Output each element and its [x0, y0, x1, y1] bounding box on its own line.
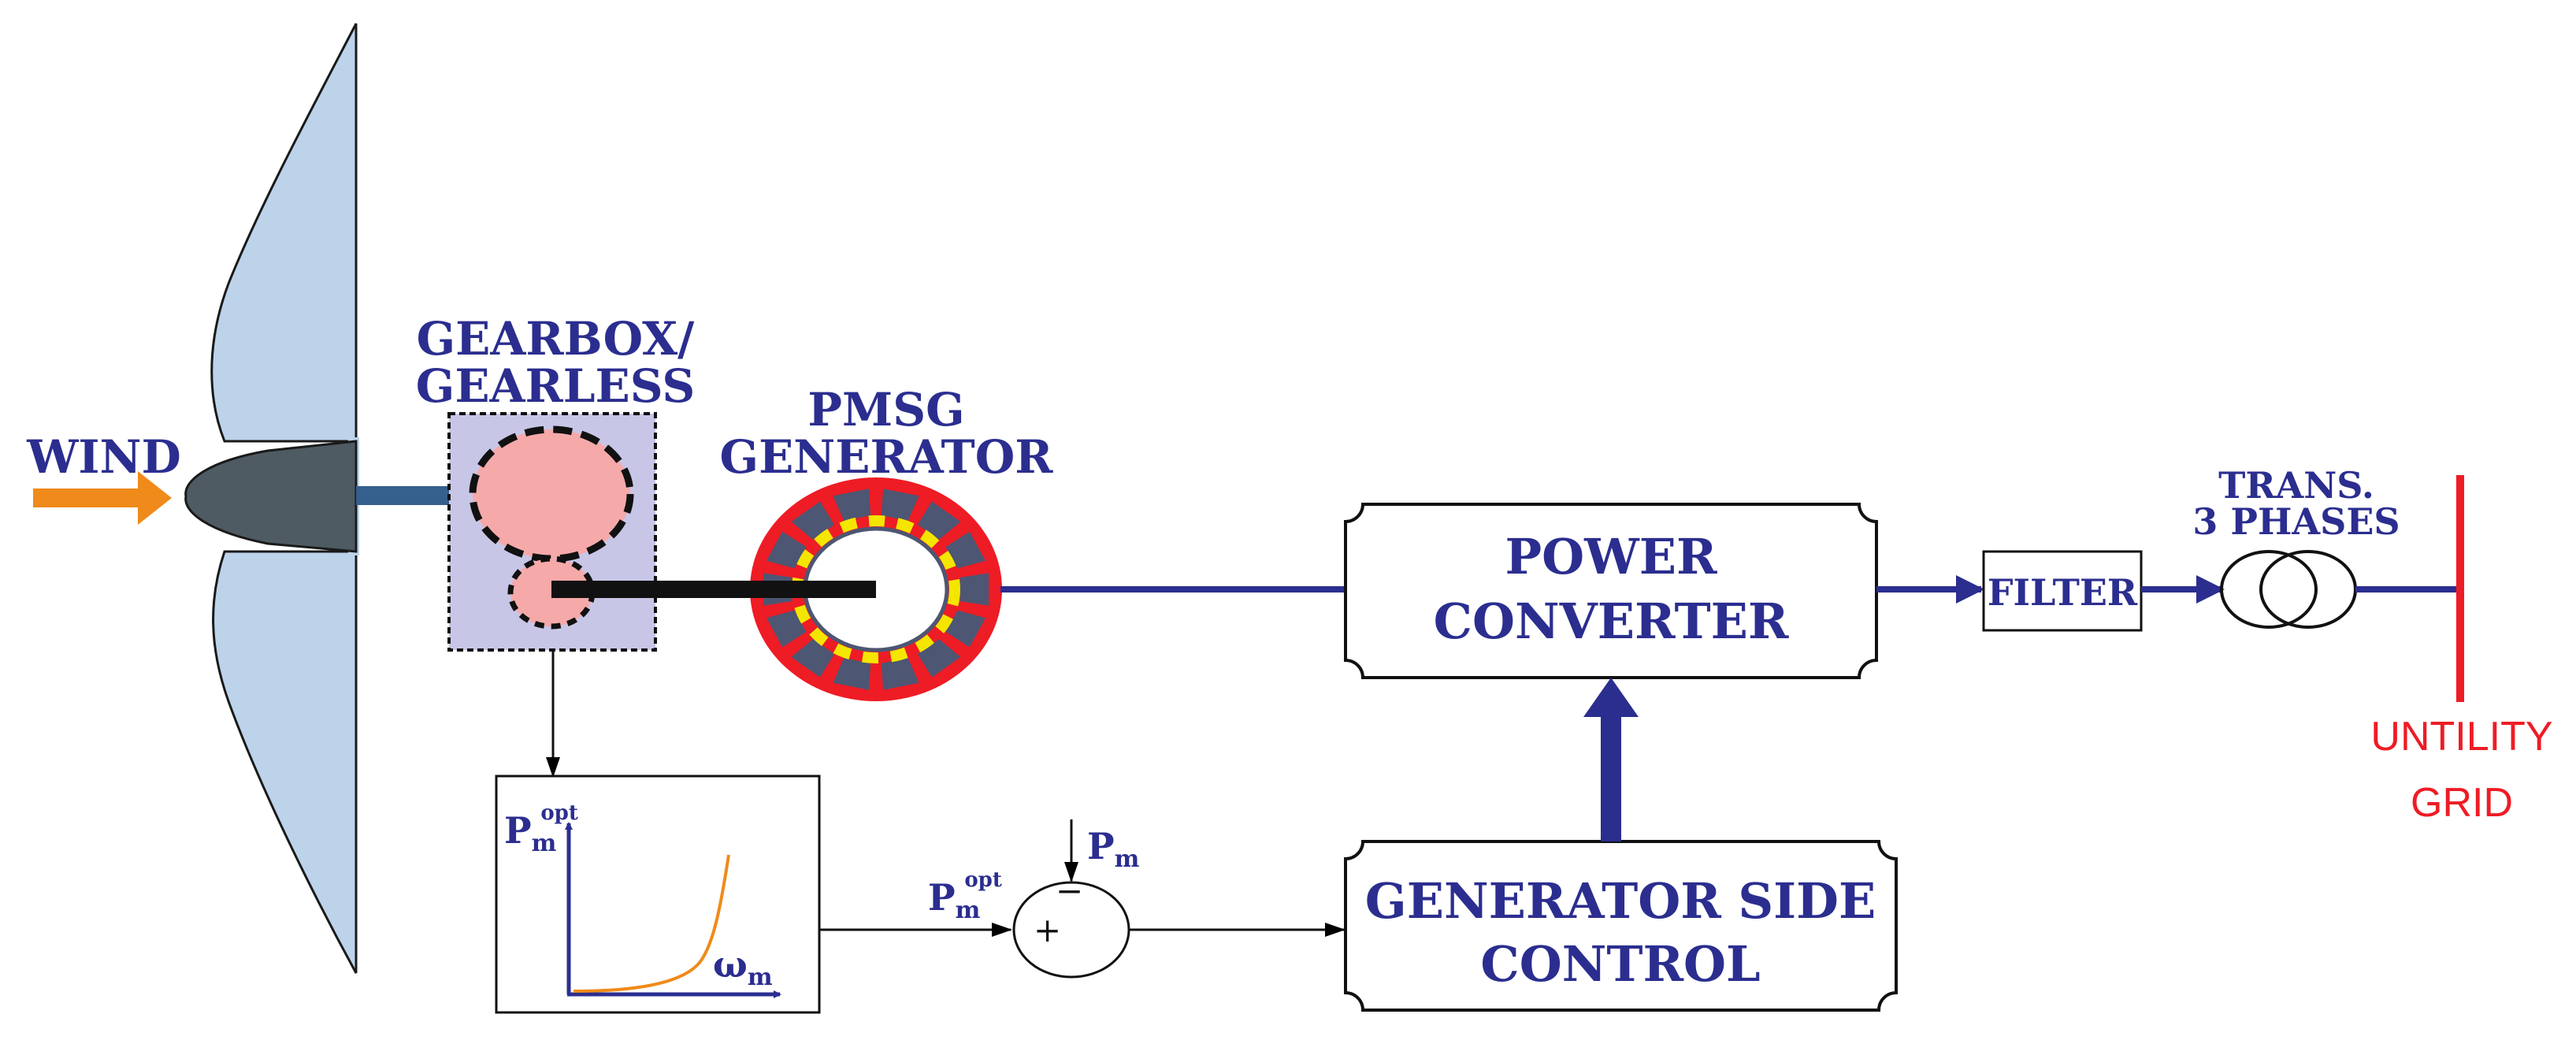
turbine-blade-top	[210, 23, 358, 443]
sum-minus-sign: −	[1056, 871, 1083, 910]
large-gear	[469, 425, 634, 563]
power-converter-box	[1344, 503, 1878, 679]
optimal-power-curve	[573, 854, 730, 993]
gearbox-label-line1: GEARBOX/	[417, 312, 696, 366]
gsc-label-line1: GENERATOR SIDE	[1365, 872, 1876, 930]
filter-label: FILTER	[1988, 571, 2138, 614]
transformer-label-line2: 3 PHASES	[2192, 500, 2400, 543]
generator-slot	[945, 531, 986, 569]
optimal-power-curve-box	[495, 775, 821, 1014]
control-arrow-shaft	[1601, 713, 1621, 841]
utility-grid-bar	[2456, 475, 2464, 702]
gsc-label-line2: CONTROL	[1480, 935, 1760, 993]
transformer-coil-right	[2259, 550, 2357, 629]
curve-x-axis-label: ωm	[713, 943, 773, 991]
generator-slot	[766, 531, 807, 569]
power-converter-label-line2: CONVERTER	[1434, 593, 1789, 650]
grid-label-line1: UNTILITY	[2370, 714, 2552, 760]
power-converter-label-line1: POWER	[1505, 528, 1717, 585]
wind-arrow-shaft	[33, 488, 143, 507]
turbine-hub	[184, 440, 358, 553]
grid-label-line2: GRID	[2411, 780, 2513, 826]
generator-label-line2: GENERATOR	[720, 430, 1054, 484]
control-arrow-head	[1583, 678, 1639, 717]
gearbox-label-line2: GEARLESS	[416, 359, 695, 413]
generator-slot	[833, 658, 871, 690]
sum-input-label: Pmopt	[928, 868, 1002, 924]
generator-slot	[791, 501, 835, 540]
wind-label: WIND	[26, 430, 181, 484]
generator-slot	[917, 501, 961, 540]
generator-side-control-box	[1344, 840, 1898, 1012]
transformer-coil-left	[2220, 550, 2318, 629]
generator-slot	[791, 639, 835, 678]
generator-slot	[917, 639, 961, 678]
wind-arrow-icon	[138, 471, 172, 525]
generator-slot	[945, 610, 986, 648]
generator-label-line1: PMSG	[807, 383, 964, 436]
transformer-label-line1: TRANS.	[2218, 464, 2374, 507]
generator-slot	[881, 658, 919, 690]
curve-y-axis-label: Pmopt	[504, 801, 578, 857]
sum-plus-sign: +	[1034, 911, 1061, 949]
turbine-blade-bottom	[212, 550, 358, 974]
generator-slot	[833, 488, 871, 521]
generator-slot	[960, 573, 989, 606]
generator-shaft	[551, 581, 876, 598]
generator-slot	[766, 610, 807, 648]
generator-slot	[881, 488, 919, 521]
pm-input-label: Pm	[1087, 825, 1140, 873]
